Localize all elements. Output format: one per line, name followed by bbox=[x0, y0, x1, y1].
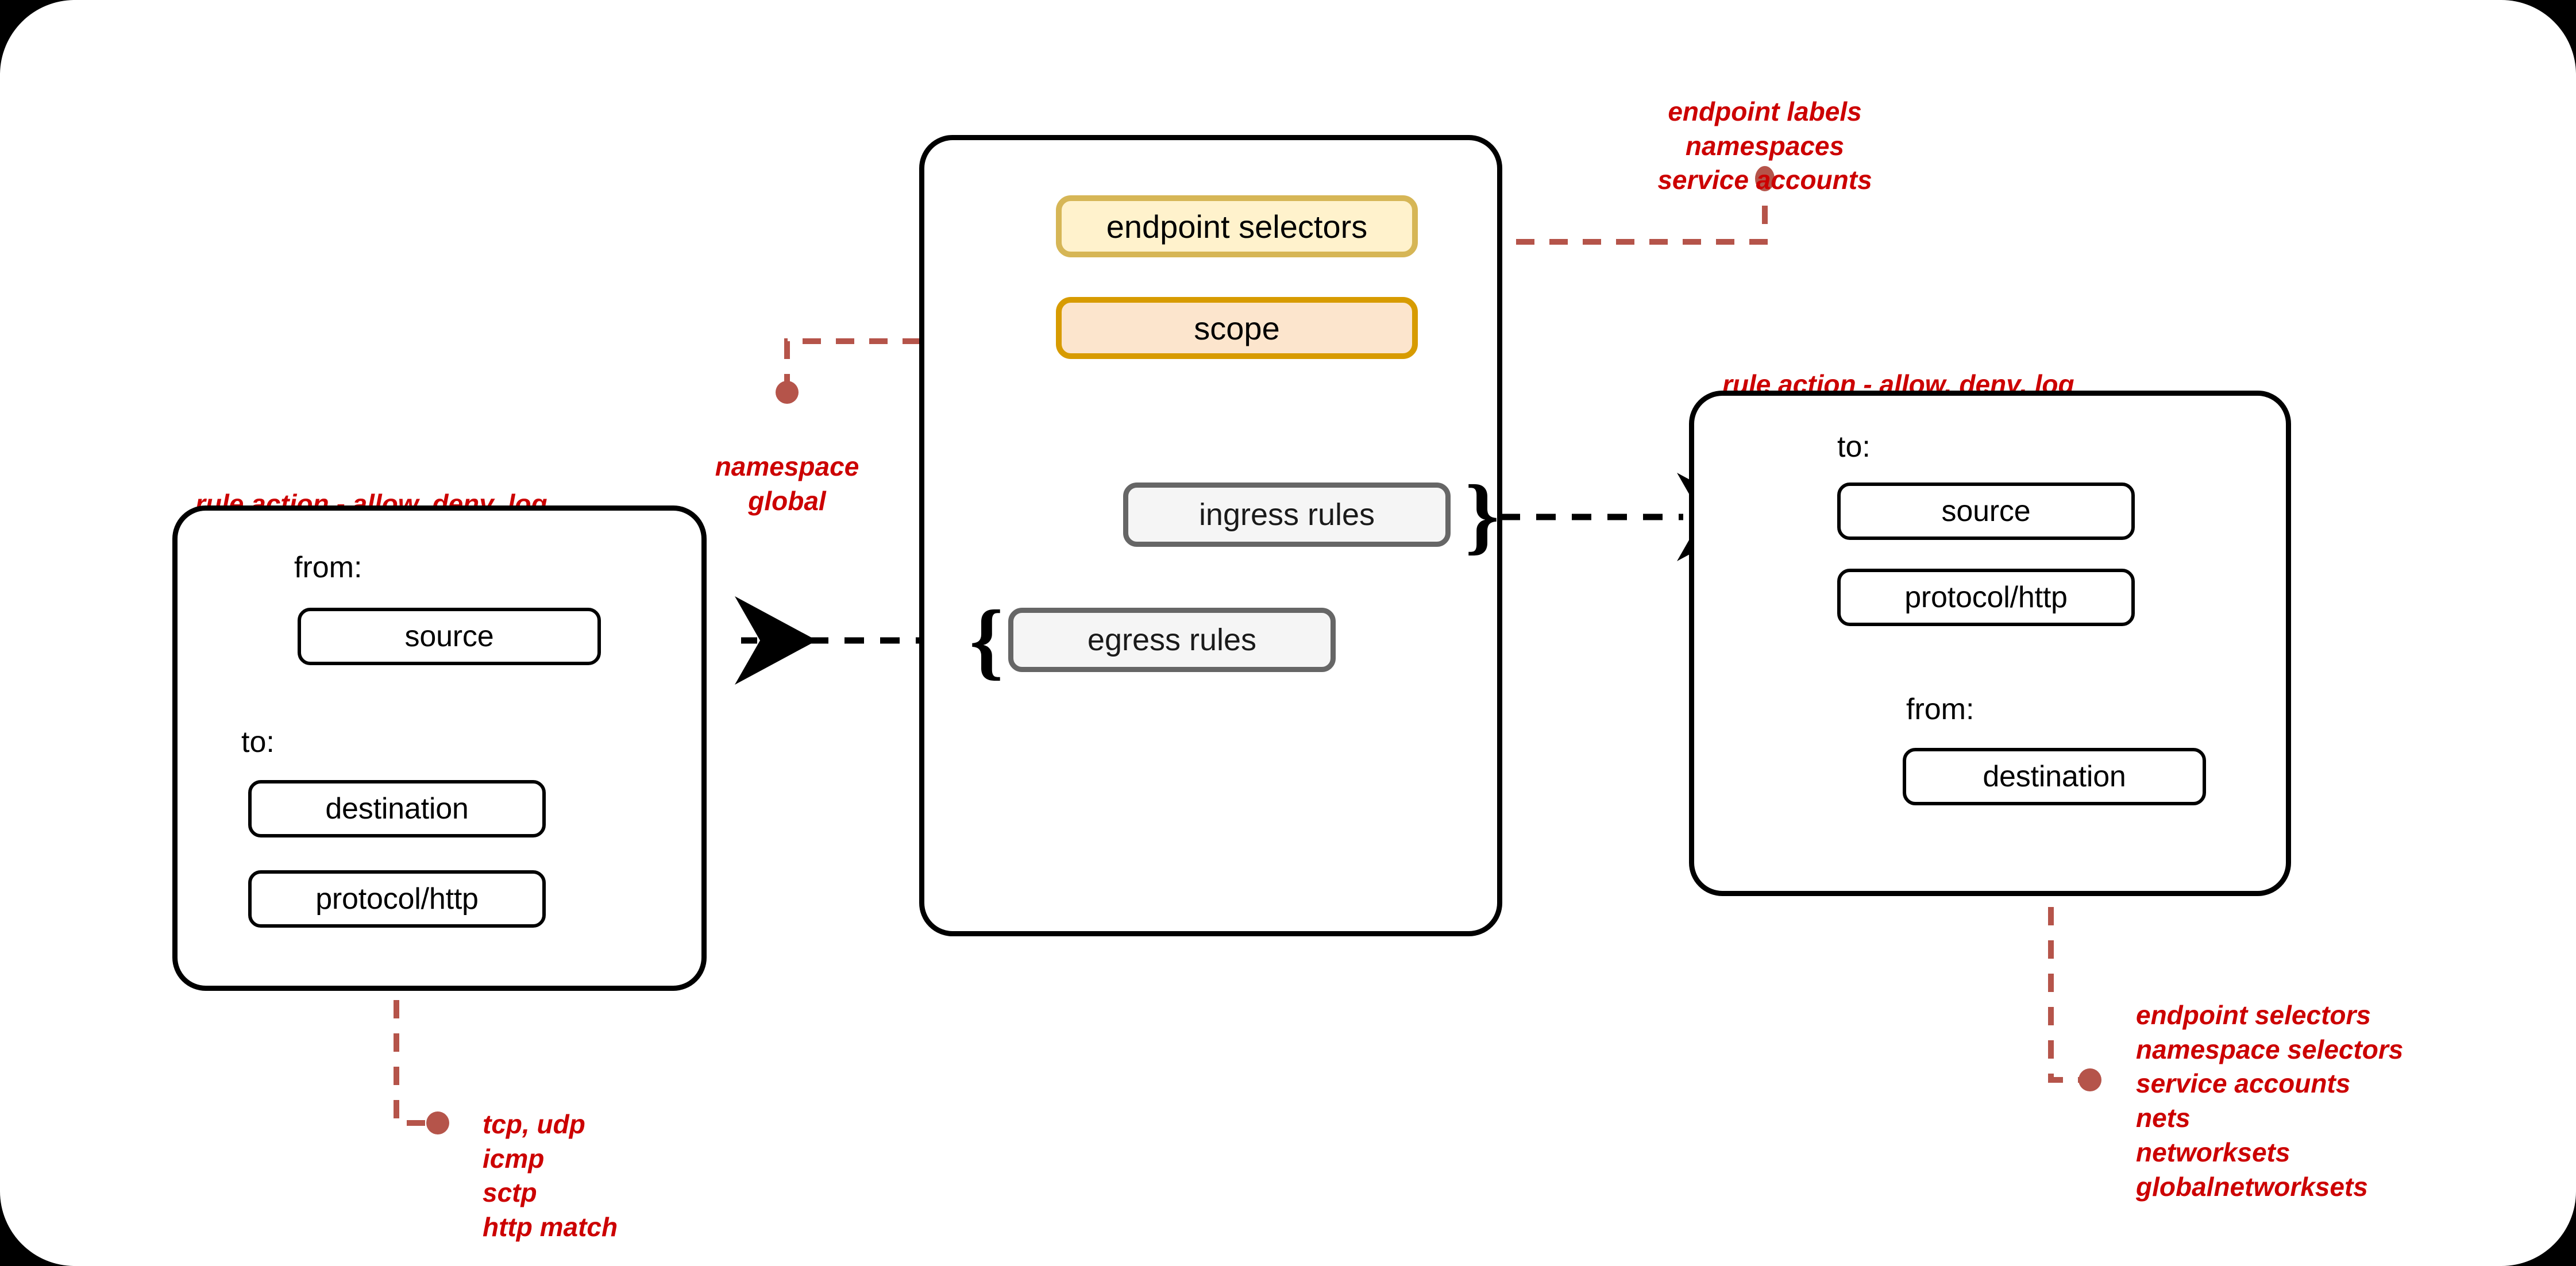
endpoint-selectors-annotation: endpoint labels namespaces service accou… bbox=[1615, 60, 1914, 198]
endpoint-selectors-label: endpoint selectors bbox=[1106, 208, 1368, 245]
egress-rules-label: egress rules bbox=[1087, 623, 1257, 657]
right-to-protocol-box[interactable]: protocol/http bbox=[1837, 569, 2135, 626]
protocol-annotation-text: tcp, udp icmp sctp http match bbox=[483, 1109, 618, 1242]
ingress-rules-box[interactable]: ingress rules bbox=[1123, 483, 1451, 547]
protocol-annotation: tcp, udp icmp sctp http match bbox=[483, 1073, 781, 1245]
right-to-source-box[interactable]: source bbox=[1837, 483, 2135, 540]
right-from-label-text: from: bbox=[1906, 693, 1975, 726]
ingress-brace-glyph: } bbox=[1465, 468, 1499, 563]
right-to-label: to: bbox=[1837, 430, 1871, 464]
scope-label: scope bbox=[1194, 310, 1280, 346]
left-to-label-text: to: bbox=[241, 725, 275, 759]
destination-annotation-text: endpoint selectors namespace selectors s… bbox=[2136, 999, 2404, 1202]
egress-rules-brace: { bbox=[961, 597, 1012, 684]
right-from-destination-label: destination bbox=[1983, 760, 2126, 793]
left-from-source-box[interactable]: source bbox=[298, 608, 601, 665]
ingress-rules-brace: } bbox=[1456, 472, 1508, 558]
left-to-protocol-box[interactable]: protocol/http bbox=[248, 870, 546, 928]
scope-annotation-text: namespace global bbox=[715, 451, 859, 516]
left-from-label-text: from: bbox=[294, 551, 363, 584]
policy-right-panel bbox=[1689, 391, 2291, 896]
egress-rules-box[interactable]: egress rules bbox=[1008, 608, 1336, 672]
ingress-rules-label: ingress rules bbox=[1198, 497, 1375, 532]
scope-annotation: namespace global bbox=[669, 415, 905, 518]
endpoint-selectors-box[interactable]: endpoint selectors bbox=[1056, 195, 1418, 257]
left-from-source-label: source bbox=[404, 620, 494, 653]
right-from-destination-box[interactable]: destination bbox=[1903, 748, 2206, 805]
left-to-destination-label: destination bbox=[325, 792, 469, 825]
left-to-destination-box[interactable]: destination bbox=[248, 780, 546, 837]
destination-annotation: endpoint selectors namespace selectors s… bbox=[2136, 964, 2504, 1205]
left-from-label: from: bbox=[294, 550, 362, 585]
right-to-source-label: source bbox=[1941, 495, 2031, 528]
right-from-label: from: bbox=[1906, 692, 1974, 727]
egress-brace-glyph: { bbox=[969, 593, 1004, 688]
endpoint-selectors-annotation-text: endpoint labels namespaces service accou… bbox=[1657, 96, 1872, 195]
right-to-label-text: to: bbox=[1837, 430, 1871, 464]
right-to-protocol-label: protocol/http bbox=[1904, 581, 2068, 614]
left-to-label: to: bbox=[241, 725, 275, 759]
left-to-protocol-label: protocol/http bbox=[315, 882, 479, 916]
scope-box[interactable]: scope bbox=[1056, 297, 1418, 359]
